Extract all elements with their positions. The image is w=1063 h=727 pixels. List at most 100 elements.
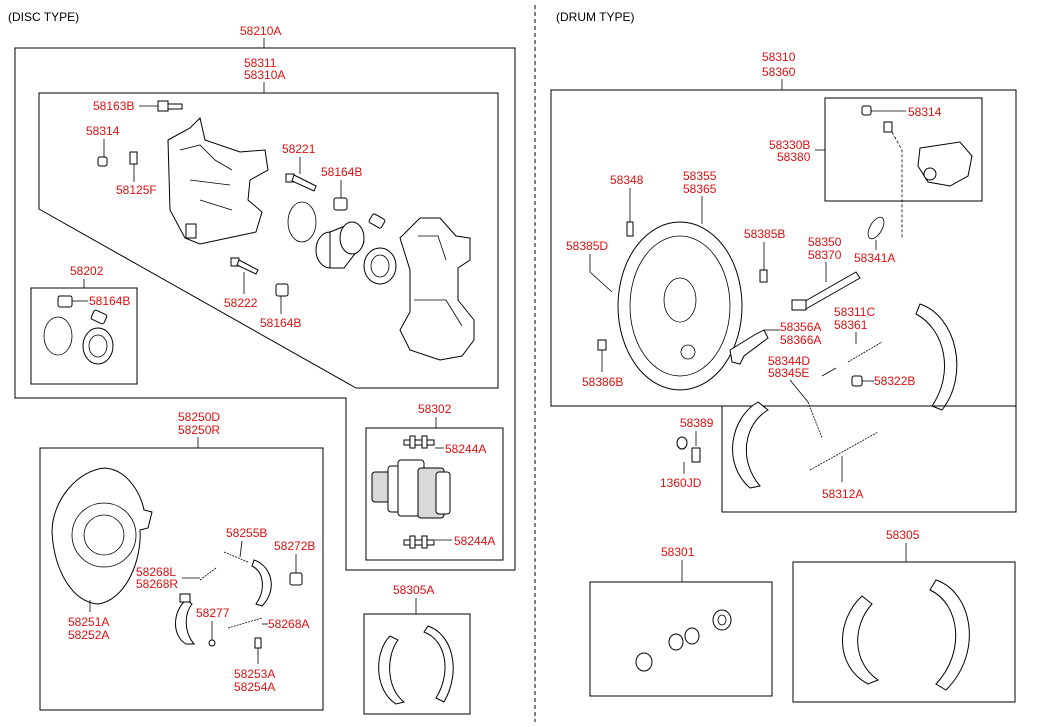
bolt-58348-part <box>626 221 634 237</box>
label-58311C: 58311C <box>834 305 875 319</box>
cap-part <box>97 156 108 167</box>
label-58312A: 58312A <box>822 487 863 501</box>
boot-part-a <box>333 197 348 211</box>
pin-58277-part <box>208 639 216 647</box>
label-58385D: 58385D <box>566 239 608 253</box>
label-58301: 58301 <box>661 545 695 559</box>
kit-boot-part-b <box>90 309 108 325</box>
label-58251A: 58251A <box>68 615 109 629</box>
shim-clip-top-part <box>403 435 435 449</box>
bleeder-bolt-part <box>157 100 183 112</box>
label-58344D: 58344D <box>768 354 810 368</box>
label-58305A: 58305A <box>393 583 434 597</box>
piston-part <box>315 221 365 269</box>
pin-58385D-part <box>589 271 613 293</box>
spring-58268L-part <box>199 567 217 581</box>
label-58125F: 58125F <box>116 183 157 197</box>
drum-shoe-set-part <box>842 579 970 691</box>
pin-58386B-part <box>597 339 607 351</box>
caliper-housing-part <box>399 217 475 361</box>
label-58302: 58302 <box>418 402 452 416</box>
spring-58312A-part <box>809 431 879 471</box>
label-58277: 58277 <box>196 606 230 620</box>
parking-shoe-left-part <box>175 593 196 645</box>
label-58314-drum: 58314 <box>908 105 942 119</box>
guide-pin-58221-part <box>285 173 317 192</box>
shoe-lever-part <box>729 329 769 365</box>
label-58310A: 58310A <box>244 68 285 82</box>
label-58345E: 58345E <box>768 366 809 380</box>
label-58322B: 58322B <box>874 374 915 388</box>
label-58164B-a: 58164B <box>321 165 362 179</box>
label-58366A: 58366A <box>780 333 821 347</box>
label-58311: 58311 <box>244 56 277 70</box>
label-58250R: 58250R <box>178 423 220 437</box>
washer-58389-part <box>676 436 688 450</box>
label-58164B-c: 58164B <box>89 294 130 308</box>
label-58210A: 58210A <box>240 24 281 38</box>
backing-plate-disc-part <box>51 467 153 605</box>
label-58356A: 58356A <box>780 320 821 334</box>
label-58244A-a: 58244A <box>445 442 486 456</box>
label-58202: 58202 <box>70 264 104 278</box>
label-58255B: 58255B <box>226 526 267 540</box>
label-58254A: 58254A <box>234 680 275 694</box>
drum-type-title: (DRUM TYPE) <box>556 10 634 24</box>
label-1360JD: 1360JD <box>660 476 702 490</box>
retainer-58322B-part <box>851 375 863 387</box>
label-58268L: 58268L <box>136 565 176 579</box>
label-58348: 58348 <box>610 173 644 187</box>
cap-drum-part <box>861 105 872 116</box>
adjuster-spring-part <box>223 551 249 563</box>
kit-boot-part-a <box>57 295 73 308</box>
drum-shoe-left-part <box>732 401 769 489</box>
shim-clip-bottom-part <box>403 535 435 549</box>
backing-plate-drum-part <box>617 221 743 391</box>
box-58330B <box>824 97 983 202</box>
label-58305: 58305 <box>886 528 920 542</box>
disc-type-title: (DISC TYPE) <box>8 10 79 24</box>
label-58310: 58310 <box>762 50 796 64</box>
wheel-cylinder-part <box>883 121 973 187</box>
label-58164B-b: 58164B <box>260 316 301 330</box>
label-58221: 58221 <box>282 142 316 156</box>
kit-seal-part <box>43 316 73 356</box>
label-58370: 58370 <box>808 248 842 262</box>
label-58244A-b: 58244A <box>454 534 495 548</box>
label-58268A: 58268A <box>268 617 309 631</box>
wheel-cylinder-kit-part <box>635 609 732 672</box>
label-58341A: 58341A <box>854 251 895 265</box>
drum-shoe-right-part <box>915 303 958 411</box>
box-58305 <box>792 561 1016 703</box>
box-58250D <box>39 447 324 711</box>
label-58250D: 58250D <box>178 410 220 424</box>
seal-part <box>287 201 317 243</box>
label-58355: 58355 <box>683 169 717 183</box>
label-58253A: 58253A <box>234 667 275 681</box>
label-58389: 58389 <box>680 416 714 430</box>
adjuster-strut-part <box>791 271 861 311</box>
label-58222: 58222 <box>224 296 258 310</box>
bolt-58385B-part <box>759 269 768 283</box>
bolt-1360JD-part <box>691 447 701 463</box>
label-58350: 58350 <box>808 235 842 249</box>
boot-part-b <box>368 213 386 229</box>
bleeder-screw-part <box>129 151 138 165</box>
label-58385B: 58385B <box>744 227 785 241</box>
label-58330B: 58330B <box>769 138 810 152</box>
caliper-bracket-part <box>167 117 269 245</box>
boot-part-c <box>275 283 289 297</box>
box-58301 <box>589 581 773 697</box>
label-58314-disc: 58314 <box>86 124 120 138</box>
label-58163B: 58163B <box>93 99 134 113</box>
label-58252A: 58252A <box>68 628 109 642</box>
box-58305A <box>363 613 471 715</box>
box-58310A <box>38 92 499 389</box>
brake-pads-part <box>371 459 451 519</box>
guide-pin-58222-part <box>230 257 259 275</box>
label-58272B: 58272B <box>274 539 315 553</box>
label-58268R: 58268R <box>136 577 178 591</box>
label-58380: 58380 <box>777 150 811 164</box>
parking-shoe-set-part <box>378 625 454 705</box>
